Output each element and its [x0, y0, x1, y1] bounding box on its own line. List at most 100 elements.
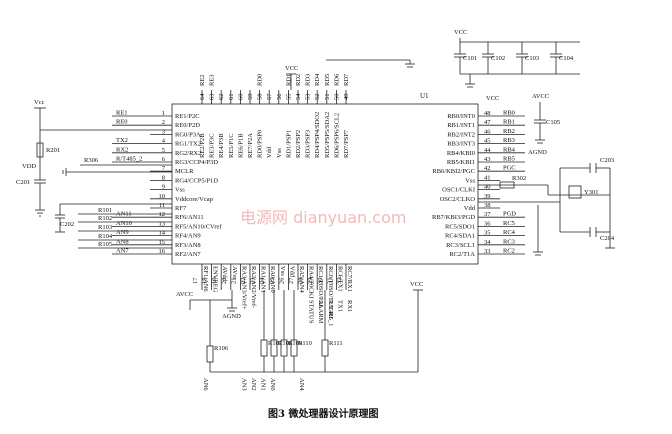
top-pin-number: 49: [343, 94, 350, 101]
top-net-label: RD3: [305, 74, 312, 86]
bottom-pin-number: 26: [278, 277, 285, 284]
left-pin-name: RF3/AN8: [175, 242, 201, 249]
component-label-r101: R101: [98, 207, 112, 214]
component-label-vcc-bottom: VCC: [410, 281, 423, 288]
left-net-label: AN8: [116, 238, 129, 245]
component-label-r107: R107: [268, 340, 283, 347]
bottom-pin-name: RA0/AN0: [269, 266, 276, 293]
top-net-label: RD7: [343, 73, 350, 86]
bottom-pin-name: RC7/RX1: [346, 266, 353, 292]
top-pin-number: 60: [237, 94, 244, 101]
bottom-pin-number: 27: [288, 277, 295, 284]
bottom-net-label: AN6: [202, 378, 209, 391]
top-pin-number: 58: [257, 94, 264, 101]
component-label-r201: R201: [46, 147, 60, 154]
bottom-pin-number: 30: [317, 278, 324, 285]
left-pin-name: Vddcore/Vcap: [175, 196, 213, 203]
left-pin-name: Vss: [175, 187, 185, 194]
left-pin-name: RF5/AN10/CVref: [175, 223, 222, 230]
top-pin-number: 61: [228, 94, 235, 101]
right-pin-name: OSC1/CLKI: [442, 187, 475, 194]
watermark-text: 电源网 dianyuan.com: [240, 208, 406, 227]
component-label-c105: C105: [546, 119, 560, 126]
bottom-pin-name: AVss: [231, 266, 238, 280]
top-pin-name: RE2/P2B: [199, 133, 206, 158]
right-net-label: PGD: [503, 211, 516, 218]
right-pin-name: RB4/KBI0: [447, 150, 475, 157]
top-pin-number: 62: [218, 94, 225, 101]
right-pin-name: RB7/KBI3/PGD: [432, 214, 475, 221]
right-pin-number: 33: [484, 248, 491, 255]
bottom-net-label: TX1: [336, 300, 343, 312]
right-pin-number: 37: [484, 211, 491, 218]
left-pin-name: MCLR: [175, 168, 194, 175]
top-pin-number: 50: [333, 94, 340, 101]
bottom-pin-number: 29: [307, 278, 314, 285]
left-net-label: AN9: [116, 229, 129, 236]
top-pin-name: Vdd: [266, 146, 273, 158]
component-label-vcc-caps: VCC: [454, 29, 467, 36]
right-pin-name: RB2/INT2: [447, 131, 475, 138]
top-pin-group: RE2/P2B64RE2RE3/P3C63RE3RE4/P3B62RE5/P1C…: [199, 73, 350, 158]
right-pin-number: 34: [484, 239, 491, 246]
bottom-pin-number: 17: [192, 277, 199, 284]
left-pin-number: 2: [162, 119, 165, 126]
component-label-y301: Y301: [584, 189, 598, 196]
bottom-pin-number: 25: [269, 278, 276, 285]
right-pin-number: 44: [484, 147, 491, 154]
right-net-label: RC4: [503, 229, 516, 236]
top-pin-number: 52: [314, 94, 321, 101]
component-label-avcc-right: AVCC: [532, 93, 549, 100]
left-pin-number: 5: [162, 147, 165, 154]
top-pin-number: 57: [266, 93, 273, 100]
component-label-r103: R103: [98, 224, 112, 231]
bottom-pin-number: 20: [221, 278, 228, 285]
component-label-c203: C203: [600, 157, 614, 164]
component-label-avcc-bottom: AVCC: [176, 291, 193, 298]
right-net-label: RC2: [503, 248, 515, 255]
component-label-vcc-right: VCC: [486, 95, 499, 102]
left-pin-name: RG0/P3A: [175, 131, 201, 138]
right-pin-name: RB1/INT1: [447, 122, 475, 129]
top-net-label: RE3: [209, 74, 216, 86]
bottom-net-label: R/T485_1: [327, 300, 334, 326]
right-pin-number: 36: [484, 220, 491, 227]
right-pin-number: 39: [484, 193, 491, 200]
top-pin-name: RD2/PSP2: [295, 130, 302, 158]
bottom-pin-name: RA4/T0CKI: [308, 266, 315, 299]
top-net-label: RD5: [324, 74, 331, 86]
top-pin-number: 56: [276, 93, 283, 100]
component-label-r110: R110: [298, 340, 312, 347]
top-net-label: RD4: [314, 73, 321, 86]
bottom-net-label: ALARM: [317, 300, 324, 324]
bottom-pin-number: 22: [240, 278, 247, 285]
bottom-pin-name: Vdd: [288, 266, 295, 278]
top-pin-name: Vss: [276, 148, 283, 158]
right-pin-number: 43: [484, 156, 491, 163]
right-pin-name: RB0/INT0: [447, 113, 475, 120]
top-net-label: RD6: [333, 73, 340, 86]
top-pin-name: RD7/PSP7: [343, 129, 350, 158]
bottom-pin-number: 19: [211, 278, 218, 285]
top-pin-name: RD3/PSP3: [305, 130, 312, 158]
right-pin-name: RC2/T1A: [449, 251, 475, 258]
right-net-label: RB4: [503, 146, 516, 153]
left-net-label: RE1: [116, 110, 128, 117]
right-pin-number: 42: [484, 165, 491, 172]
top-net-label: RD2: [295, 74, 302, 86]
bottom-pin-name: RA2/AN2/Vref-: [250, 266, 257, 308]
right-pin-number: 46: [484, 128, 491, 135]
right-pin-name: RB5/KBI1: [447, 159, 475, 166]
bottom-pin-name: AVdd: [221, 266, 228, 282]
left-pin-name: RF6/AN11: [175, 214, 204, 221]
top-pin-name: RD6/PSP6/SCL2: [333, 113, 340, 158]
bottom-pin-number: 31: [326, 278, 333, 285]
component-label-vdd-left: VDD: [22, 163, 36, 170]
top-pin-name: RE3/P3C: [209, 133, 216, 158]
left-net-label: TX2: [116, 137, 128, 144]
